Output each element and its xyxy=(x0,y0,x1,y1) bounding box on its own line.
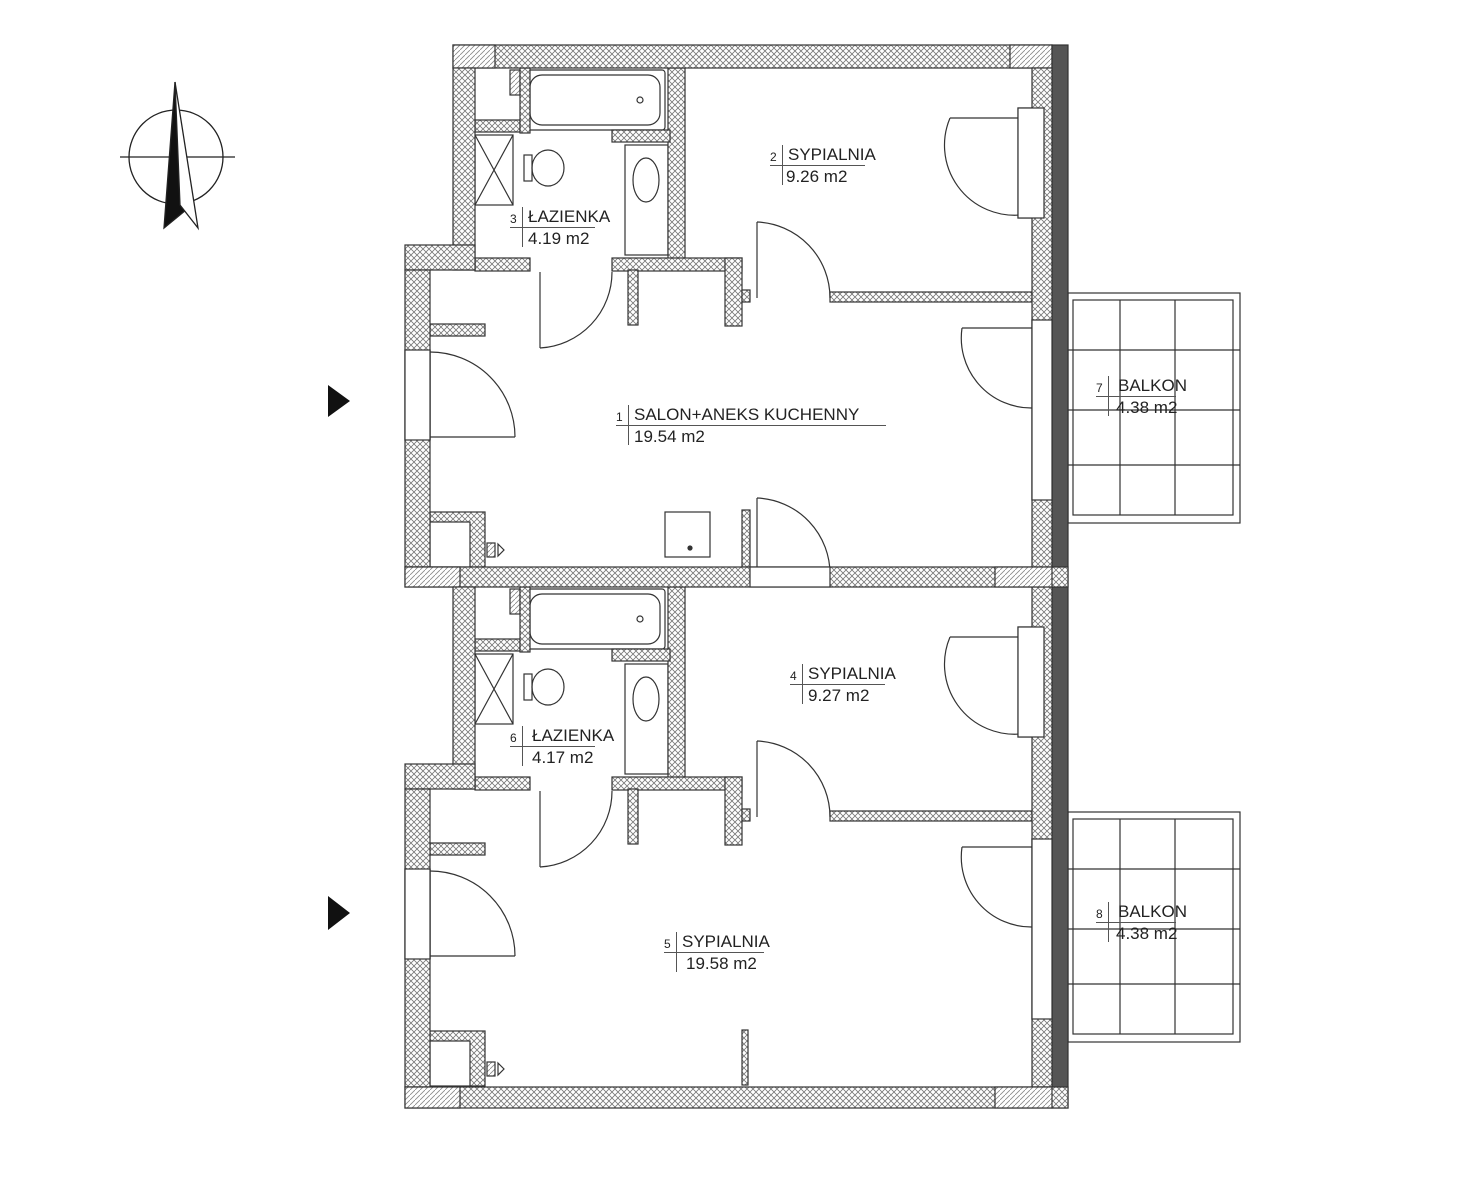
upper-unit xyxy=(404,67,1241,568)
kitchen-counter xyxy=(664,497,831,576)
exterior-walls xyxy=(404,44,1069,1109)
entrance-arrow-icon xyxy=(328,385,350,417)
entrance-arrow-icon xyxy=(328,896,350,930)
lower-unit xyxy=(404,586,1241,1087)
north-arrow-icon xyxy=(120,81,235,231)
